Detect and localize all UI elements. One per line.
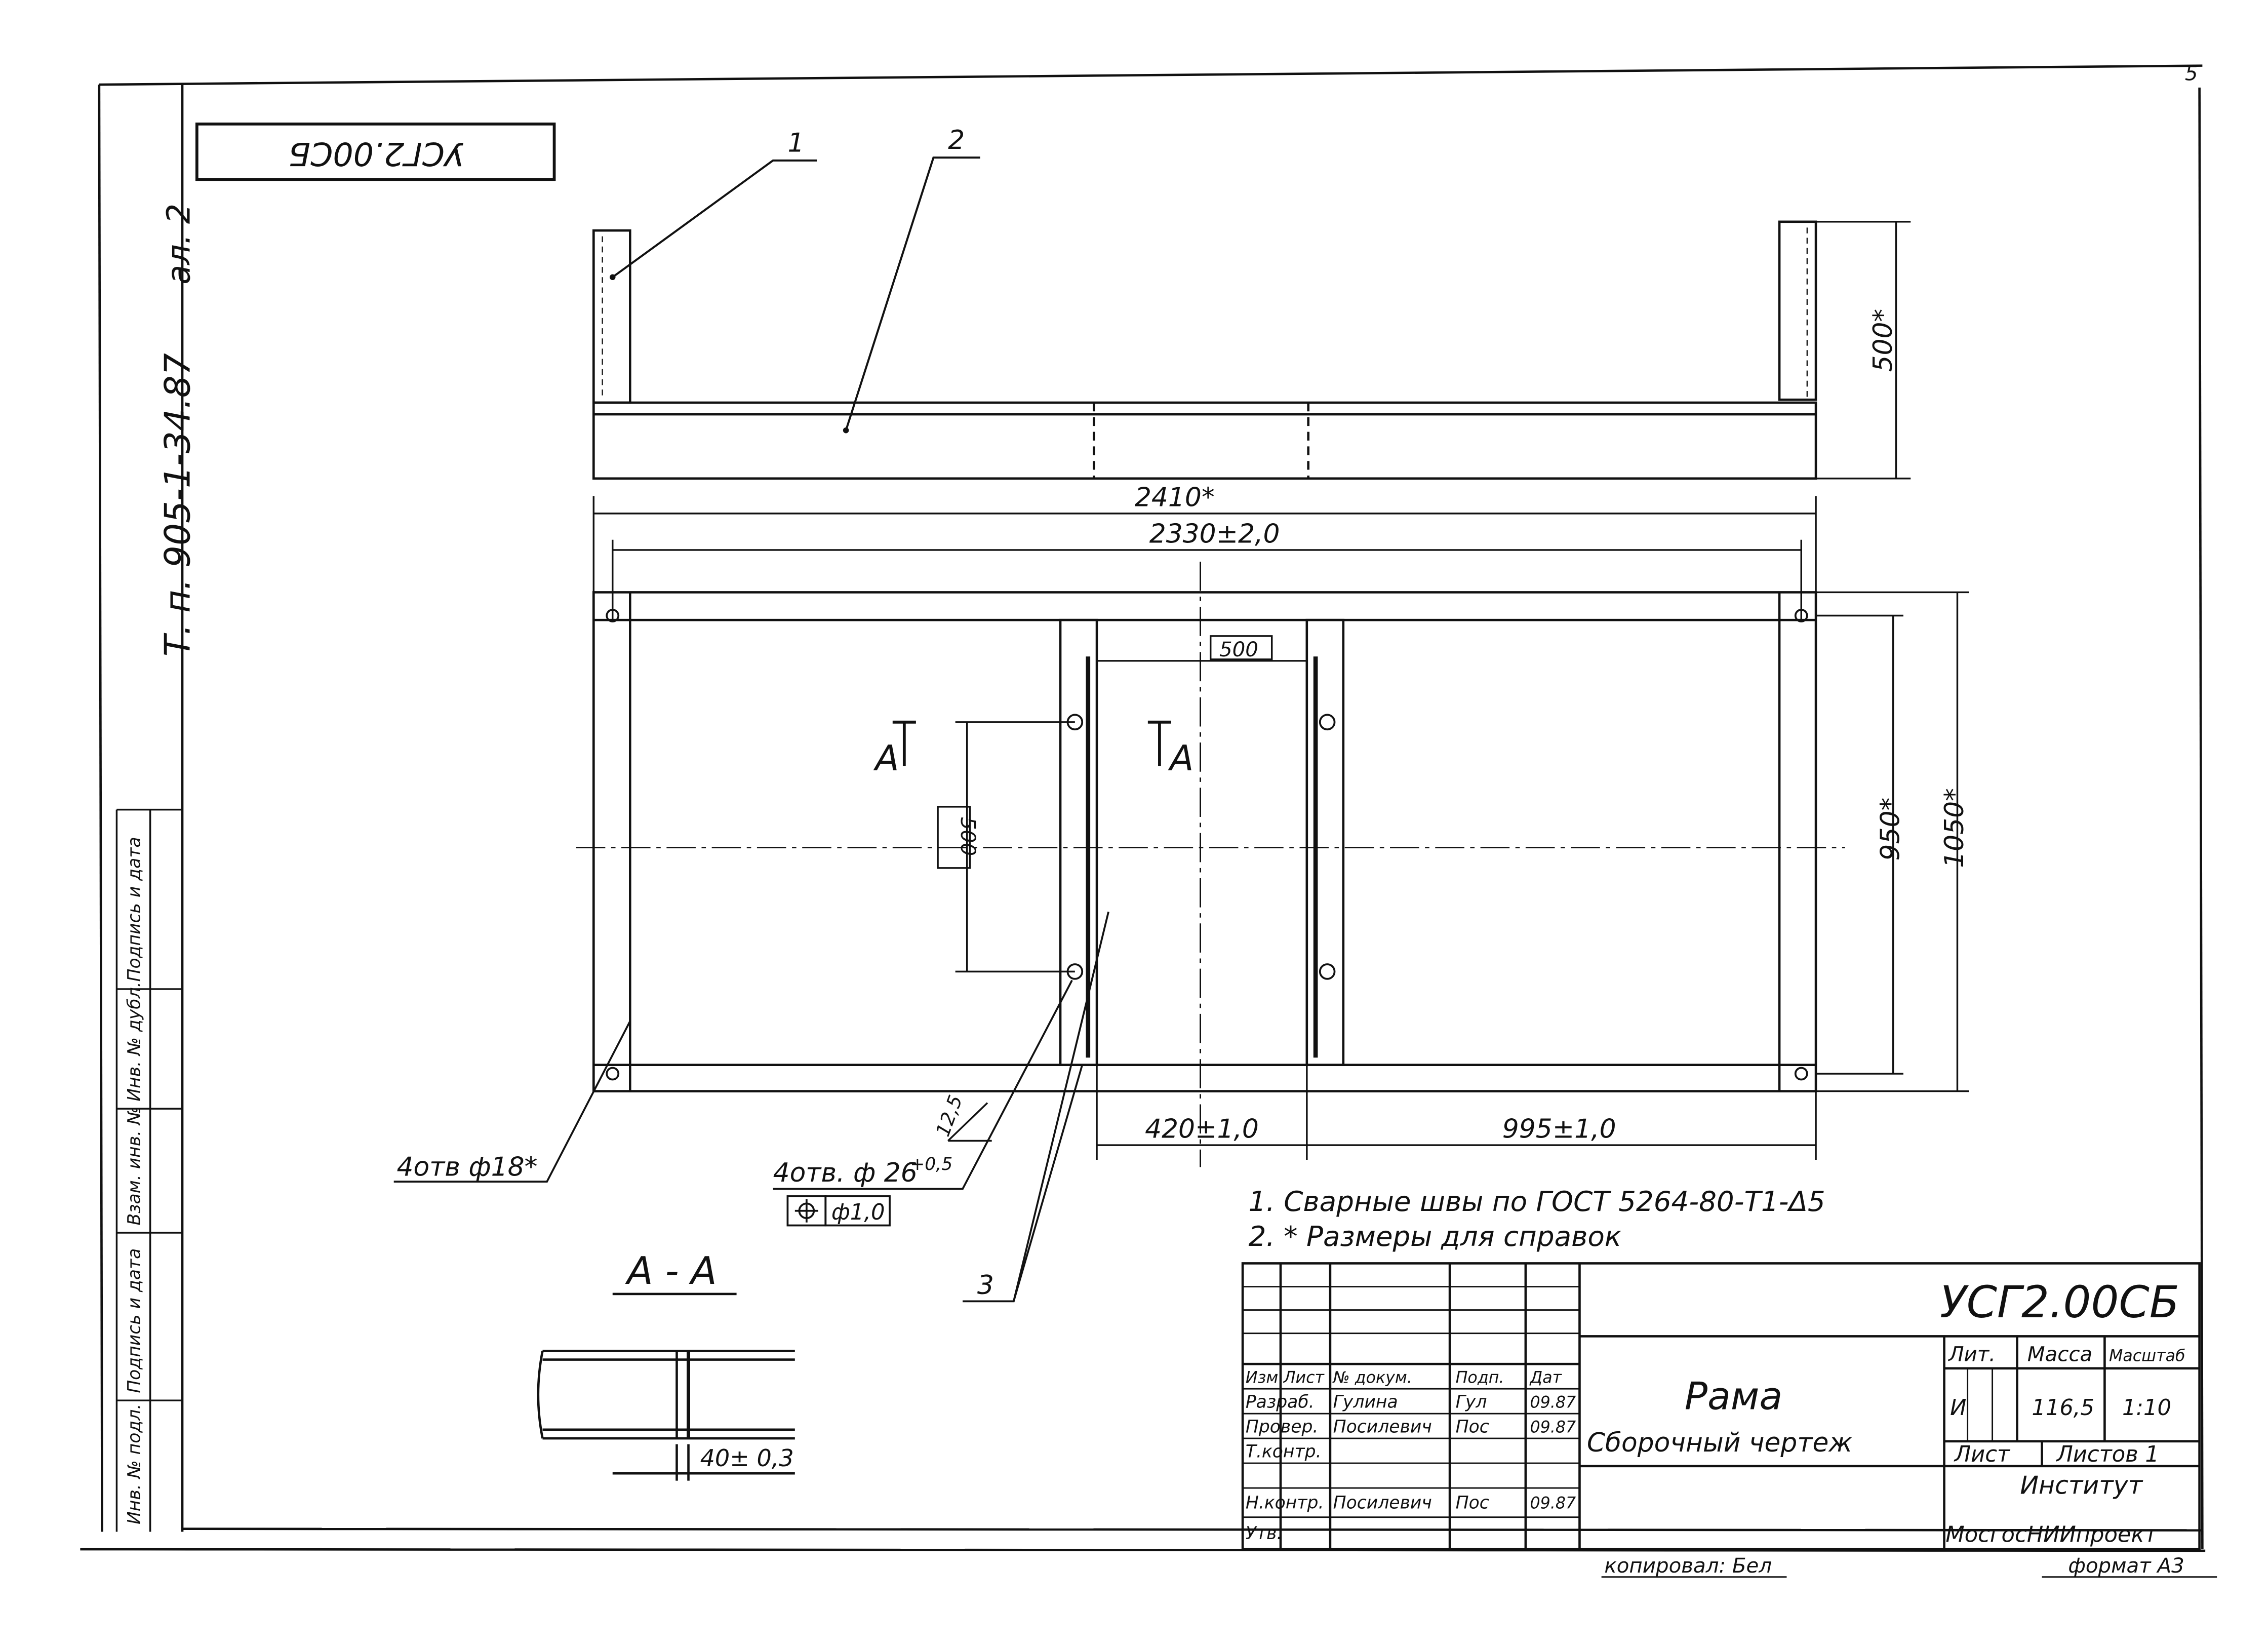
callout-1: 1 <box>610 128 817 281</box>
dim-section-width-text: 40± 0,3 <box>700 1444 794 1472</box>
side-stamp-5: Подпись и дата <box>125 837 145 982</box>
section-view <box>537 1349 795 1481</box>
tb-lit-label: Лит. <box>1947 1342 1996 1366</box>
tb-row4-role: Утв. <box>1246 1523 1283 1544</box>
leader-outer-holes <box>393 1021 631 1183</box>
tb-row3-role: Н.контр. <box>1246 1493 1324 1513</box>
tb-row1-sign: Пос <box>1456 1417 1489 1437</box>
corner-code-text: УСГ2.00СБ <box>289 135 464 173</box>
dim-hole-span <box>612 539 1803 620</box>
side-stamp-4: Инв. № дубл. <box>125 982 145 1101</box>
dim-post-height-text: 500* <box>1868 309 1898 372</box>
svg-text:1: 1 <box>787 128 804 159</box>
dim-offset-left-text: 420±1,0 <box>1145 1114 1259 1145</box>
tb-name: Рама <box>1685 1374 1782 1418</box>
dim-inner-gap-text: 500 <box>1219 638 1258 661</box>
tb-lit-value: И <box>1950 1395 1966 1421</box>
tb-row1-name: Посилевич <box>1333 1417 1432 1437</box>
dim-offset-right-text: 995±1,0 <box>1502 1114 1616 1145</box>
section-mark-left: А <box>873 738 899 779</box>
dim-hole-span-text: 2330±2,0 <box>1149 519 1280 550</box>
dim-chamfer-text: 12,5 <box>931 1092 967 1139</box>
section-mark-right: А <box>1168 738 1193 779</box>
tb-mass-label: Масса <box>2027 1342 2093 1366</box>
side-stamp-1: Инв. № подл. <box>125 1404 145 1524</box>
page-corner-mark: 5 <box>2185 61 2198 85</box>
dim-total-length-text: 2410* <box>1135 483 1215 513</box>
side-stamp-3: Взам. инв. № <box>125 1107 145 1226</box>
tb-rev-h4: Дат <box>1529 1369 1563 1387</box>
svg-text:3: 3 <box>977 1270 994 1301</box>
tb-row1-role: Провер. <box>1246 1417 1319 1437</box>
tb-sheet-label: Лист <box>1954 1442 2011 1467</box>
tb-subtitle: Сборочный чертеж <box>1587 1428 1853 1458</box>
tb-rev-h0: Изм <box>1246 1369 1278 1387</box>
tb-copied: копировал: Бел <box>1604 1554 1772 1578</box>
tb-row3-name: Посилевич <box>1333 1493 1432 1513</box>
tb-mass-value: 116,5 <box>2032 1395 2094 1421</box>
tb-format: формат А3 <box>2068 1554 2184 1578</box>
side-stamp-2: Подпись и дата <box>125 1248 145 1393</box>
tb-row0-sign: Гул <box>1456 1392 1487 1413</box>
tb-row0-date: 09.87 <box>1530 1394 1576 1412</box>
tb-row2-role: Т.контр. <box>1246 1442 1322 1462</box>
dim-total-width-text: 1050* <box>1939 788 1970 868</box>
dim-total-width <box>1816 591 1969 1092</box>
tb-row0-name: Гулина <box>1333 1392 1398 1413</box>
svg-text:2: 2 <box>948 125 965 155</box>
dim-post-height <box>1816 221 1911 480</box>
title-block <box>1241 1262 2201 1551</box>
tb-designation: УСГ2.00СБ <box>1940 1277 2179 1328</box>
note-1: 1. Сварные швы по ГОСТ 5264-80-Т1-Δ5 <box>1249 1185 1825 1218</box>
callout-3: 3 <box>963 911 1109 1303</box>
tb-org-line1: Институт <box>2020 1471 2143 1500</box>
tb-row3-sign: Пос <box>1456 1493 1489 1513</box>
dim-offsets <box>1096 1065 1817 1160</box>
holes-position-tol: ф1,0 <box>831 1200 885 1225</box>
tb-sheets-label: Листов 1 <box>2055 1442 2159 1467</box>
tb-row0-role: Разраб. <box>1246 1392 1315 1413</box>
tb-scale-value: 1:10 <box>2122 1395 2171 1421</box>
tb-rev-h2: № докум. <box>1332 1369 1412 1387</box>
dim-total-length <box>592 496 1817 598</box>
side-sheet-label: ал. 2 <box>160 204 197 285</box>
note-2: 2. * Размеры для справок <box>1249 1220 1621 1252</box>
dim-hole-y-span-text: 950* <box>1875 798 1905 861</box>
tb-scale-label: Масштаб <box>2109 1347 2185 1365</box>
dim-vert-gap-text: 500 <box>956 817 980 856</box>
dim-inner-gap <box>1097 635 1307 662</box>
front-view <box>592 220 1817 480</box>
sheet-frame <box>80 64 2206 1552</box>
plan-holes <box>606 609 1808 1081</box>
tb-rev-h1: Лист <box>1283 1369 1325 1387</box>
holes-inner-text: 4отв. ф 26 <box>773 1158 918 1188</box>
callout-2: 2 <box>843 125 980 434</box>
dim-vert-gap <box>937 721 1075 973</box>
dim-hole-y-span <box>1816 614 1903 1075</box>
corner-code-box: УСГ2.00СБ <box>195 122 556 181</box>
tb-org-line2: МосгосНИИпроект <box>1945 1522 2158 1548</box>
section-title: А - А <box>625 1248 717 1293</box>
tb-row1-date: 09.87 <box>1530 1419 1576 1437</box>
side-stamp: Инв. № подл. Подпись и дата Взам. инв. №… <box>115 85 184 1532</box>
holes-inner-tol: +0,5 <box>910 1154 952 1174</box>
section-marks <box>892 720 1171 766</box>
tb-row3-date: 09.87 <box>1530 1494 1576 1512</box>
leader-inner-holes <box>773 979 1073 1227</box>
plan-view <box>576 561 1845 1167</box>
dim-chamfer <box>947 1102 992 1142</box>
tb-rev-h3: Подп. <box>1456 1369 1504 1387</box>
holes-outer-text: 4отв ф18* <box>396 1152 537 1183</box>
side-project-ref: Т. п. 905-1-34.87 <box>157 353 198 656</box>
